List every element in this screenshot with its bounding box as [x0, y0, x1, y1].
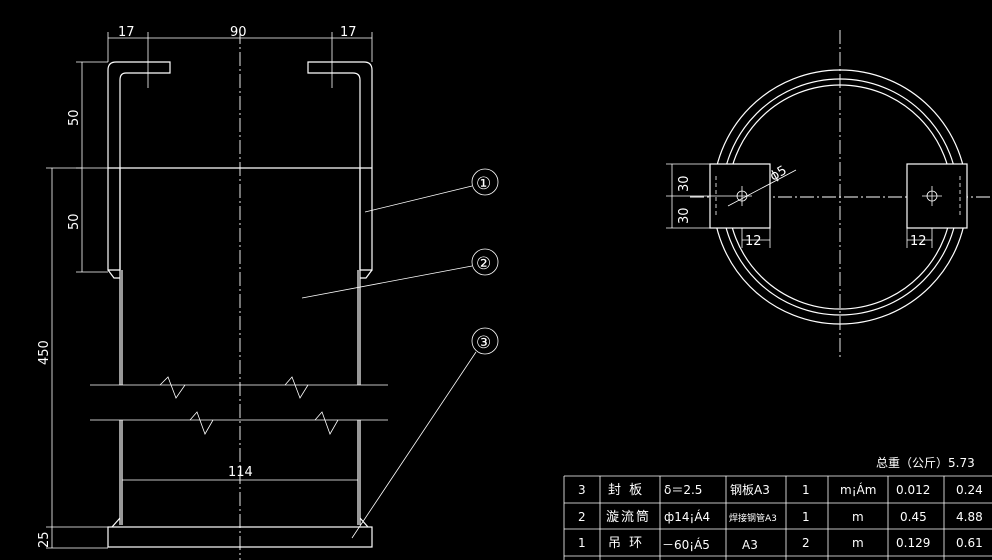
part-total-weight: 0.24 — [956, 483, 983, 497]
part-name: 吊 环 — [608, 536, 644, 551]
balloon-3-label: ③ — [476, 333, 491, 353]
right-lifting-ring — [307, 61, 373, 271]
hole-leader — [727, 169, 797, 207]
dim-12-left: 12 — [745, 234, 762, 249]
table-row: 1 吊 环 －60¡Á5 A3 2 m 0.129 0.61 — [578, 536, 983, 552]
balloon-3 — [471, 327, 499, 355]
dimension-lines — [46, 32, 373, 549]
part-name: 漩流筒 — [606, 509, 651, 525]
part-spec: δ＝2.5 — [664, 483, 702, 497]
part-material: 焊接钢管A3 — [729, 512, 777, 524]
dim-114: 114 — [228, 465, 253, 480]
table-row: 2 漩流筒 ф14¡Á4 焊接钢管A3 1 m 0.45 4.88 — [578, 509, 983, 525]
part-unit-weight: 0.129 — [896, 536, 930, 550]
balloon-2 — [471, 248, 499, 276]
part-qty: 1 — [802, 483, 810, 497]
part-unit: m¡Ám — [840, 482, 876, 497]
dim-30-lower: 30 — [677, 207, 692, 224]
break-lines — [90, 376, 388, 435]
part-total-weight: 0.61 — [956, 536, 983, 550]
part-spec: ф14¡Á4 — [664, 509, 710, 524]
bottom-sealing-plate — [107, 526, 373, 548]
dim-50-upper: 50 — [67, 109, 82, 126]
balloon-2-label: ② — [476, 254, 491, 274]
part-unit: m — [852, 510, 864, 524]
part-material: 钢板A3 — [730, 483, 770, 497]
left-lifting-ring — [107, 61, 171, 271]
total-weight-label: 总重（公斤）5.73 — [876, 456, 975, 470]
leader-3 — [351, 351, 477, 539]
part-unit-weight: 0.012 — [896, 483, 930, 497]
dim-450: 450 — [37, 340, 52, 365]
part-total-weight: 4.88 — [956, 510, 983, 524]
dim-12-right: 12 — [910, 234, 927, 249]
balloon-1-label: ① — [476, 174, 491, 194]
dim-25: 25 — [37, 531, 52, 548]
part-name: 封 板 — [608, 483, 644, 498]
parts-table: 总重（公斤）5.73 3 封 板 δ＝2.5 钢板A3 1 m¡Ám 0.012 — [563, 456, 992, 560]
balloon-1 — [471, 168, 499, 196]
table-row: 3 封 板 δ＝2.5 钢板A3 1 m¡Ám 0.012 0.24 — [578, 482, 983, 498]
part-material: A3 — [742, 538, 758, 552]
dim-17-left: 17 — [118, 25, 135, 40]
part-unit: m — [852, 536, 864, 550]
row-number: 1 — [578, 536, 586, 550]
row-number: 3 — [578, 483, 586, 497]
dim-30-upper: 30 — [677, 175, 692, 192]
dim-50-lower: 50 — [67, 213, 82, 230]
dim-hole-diameter: ϕ5 — [768, 163, 790, 184]
top-view: 30 30 ϕ5 12 12 — [666, 30, 990, 360]
row-number: 2 — [578, 510, 586, 524]
part-qty: 1 — [802, 510, 810, 524]
dim-90: 90 — [230, 25, 247, 40]
part-unit-weight: 0.45 — [900, 510, 927, 524]
dim-17-right: 17 — [340, 25, 357, 40]
part-spec: －60¡Á5 — [662, 537, 710, 552]
leader-1 — [364, 185, 473, 213]
front-view: 17 90 17 50 50 450 25 114 ① ② ③ — [37, 25, 499, 560]
part-qty: 2 — [802, 536, 810, 550]
leader-2 — [301, 265, 473, 299]
